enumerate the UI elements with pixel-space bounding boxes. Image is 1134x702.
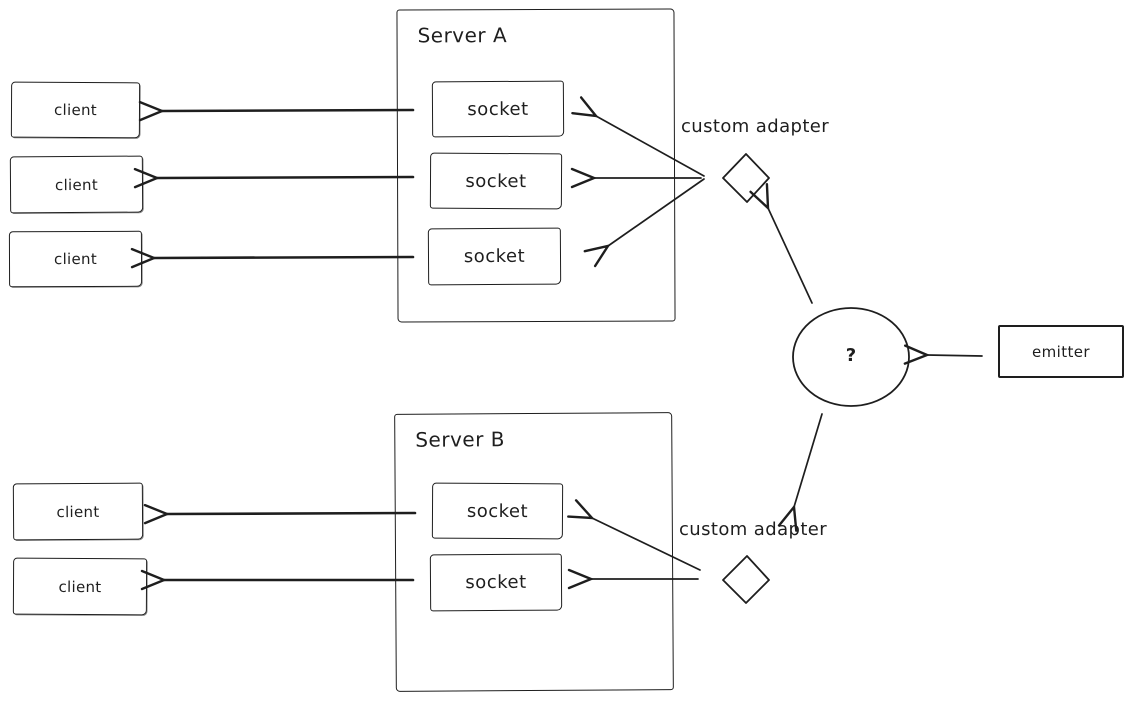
- arrow-socketB1-to-client4: [167, 513, 417, 514]
- server-a-socket-2: socket: [429, 152, 563, 210]
- client-label: client: [53, 100, 98, 120]
- arrow-emitter-to-hub: [927, 355, 983, 356]
- client-label: client: [56, 502, 100, 521]
- hub-question-label: ?: [845, 345, 857, 366]
- client-label: client: [54, 175, 99, 194]
- server-b-socket-2: socket: [429, 553, 563, 612]
- client-box-2: client: [9, 155, 144, 214]
- client-box-4: client: [12, 482, 144, 541]
- server-b-title: Server B: [415, 427, 506, 452]
- arrow-adapterA-to-socketA3: [608, 178, 705, 246]
- arrow-socketA1-to-client1: [162, 110, 415, 111]
- server-b-frame: Server B: [394, 412, 674, 692]
- client-box-5: client: [12, 557, 148, 616]
- arrow-hub-to-adapterB: [794, 413, 823, 507]
- client-box-1: client: [10, 81, 141, 139]
- adapter-top-label: custom adapter: [681, 116, 830, 137]
- socket-label: socket: [465, 170, 527, 192]
- emitter-label: emitter: [1032, 342, 1090, 361]
- arrow-adapterA-to-socketA1: [596, 116, 705, 177]
- server-a-title: Server A: [417, 23, 508, 48]
- arrow-hub-to-adapterA: [768, 208, 813, 304]
- hub-circle: [792, 307, 910, 407]
- socket-label: socket: [466, 500, 529, 522]
- server-a-socket-3: socket: [427, 227, 562, 286]
- adapter-bottom-label: custom adapter: [679, 519, 828, 540]
- arrow-socketA3-to-client3: [154, 257, 415, 258]
- socket-label: socket: [463, 245, 526, 268]
- socket-label: socket: [465, 571, 527, 594]
- client-label: client: [53, 249, 98, 269]
- emitter-box: emitter: [998, 325, 1124, 378]
- arrow-adapterB-to-socketB1: [592, 518, 701, 571]
- client-label: client: [58, 577, 102, 596]
- client-box-3: client: [8, 230, 143, 288]
- adapter-top-diamond: [722, 153, 770, 203]
- socket-label: socket: [467, 98, 529, 120]
- adapter-bottom-diamond: [722, 555, 770, 604]
- arrow-socketA2-to-client2: [157, 177, 415, 178]
- server-b-socket-1: socket: [431, 482, 564, 540]
- server-a-socket-1: socket: [431, 80, 565, 138]
